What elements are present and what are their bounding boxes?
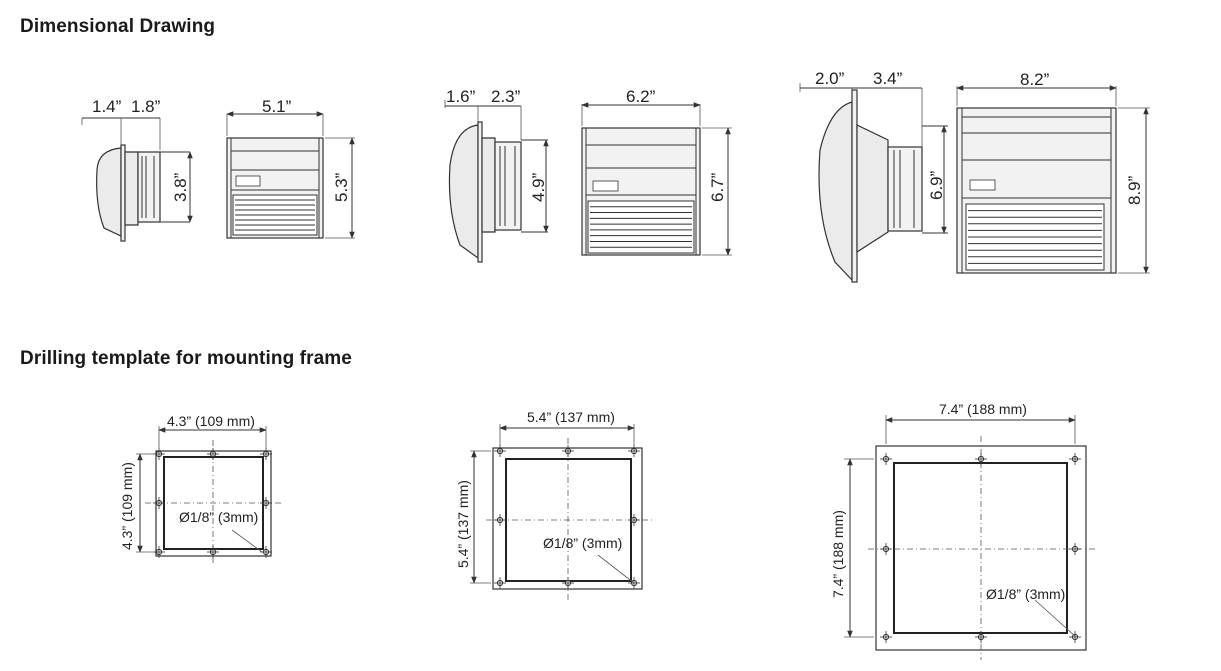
unit-2-side-depth-a: 1.6” — [446, 87, 476, 106]
unit-2-side-height: 4.9” — [529, 172, 548, 202]
template-2-height: 5.4” (137 mm) — [455, 480, 471, 568]
template-3-height: 7.4” (188 mm) — [830, 510, 846, 598]
unit-3-side-height: 6.9” — [927, 170, 946, 200]
unit-1-side-depth-b: 1.8” — [131, 97, 161, 116]
logo-badge-icon — [592, 180, 619, 192]
unit-2-front-width: 6.2” — [626, 87, 656, 106]
unit-1-side-height: 3.8” — [171, 172, 190, 202]
logo-badge-icon — [969, 179, 996, 191]
unit-3-side-depth-a: 2.0” — [815, 69, 845, 88]
template-3-width: 7.4” (188 mm) — [939, 401, 1027, 417]
template-1-height: 4.3” (109 mm) — [119, 462, 135, 550]
unit-2-front-height: 6.7” — [708, 172, 727, 202]
section-title-drilling-template: Drilling template for mounting frame — [20, 348, 352, 369]
unit-1-front-view — [226, 111, 355, 239]
template-1-hole: Ø1/8” (3mm) — [179, 509, 258, 525]
unit-3-front-height: 8.9” — [1125, 175, 1144, 205]
template-2-width: 5.4” (137 mm) — [527, 409, 615, 425]
unit-3-front-width: 8.2” — [1020, 70, 1050, 89]
template-3-hole: Ø1/8” (3mm) — [986, 586, 1065, 602]
drilling-template-1 — [136, 426, 282, 566]
template-1-width: 4.3” (109 mm) — [167, 413, 255, 429]
drilling-template-2 — [470, 424, 652, 600]
template-2-hole: Ø1/8” (3mm) — [543, 535, 622, 551]
unit-1-front-height: 5.3” — [332, 172, 351, 202]
unit-3-front-view — [956, 85, 1150, 274]
unit-2-front-view — [581, 102, 732, 256]
logo-badge-icon — [235, 175, 261, 187]
unit-3-side-depth-b: 3.4” — [873, 69, 903, 88]
drilling-template-3 — [844, 415, 1096, 660]
unit-1-side-depth-a: 1.4” — [92, 97, 122, 116]
section-title-dimensional-drawing: Dimensional Drawing — [20, 16, 216, 37]
unit-2-side-view — [444, 100, 549, 263]
unit-1-front-width: 5.1” — [262, 97, 292, 116]
unit-3-side-view — [799, 83, 948, 283]
unit-2-side-depth-b: 2.3” — [491, 87, 521, 106]
unit-1-side-view — [81, 117, 193, 242]
